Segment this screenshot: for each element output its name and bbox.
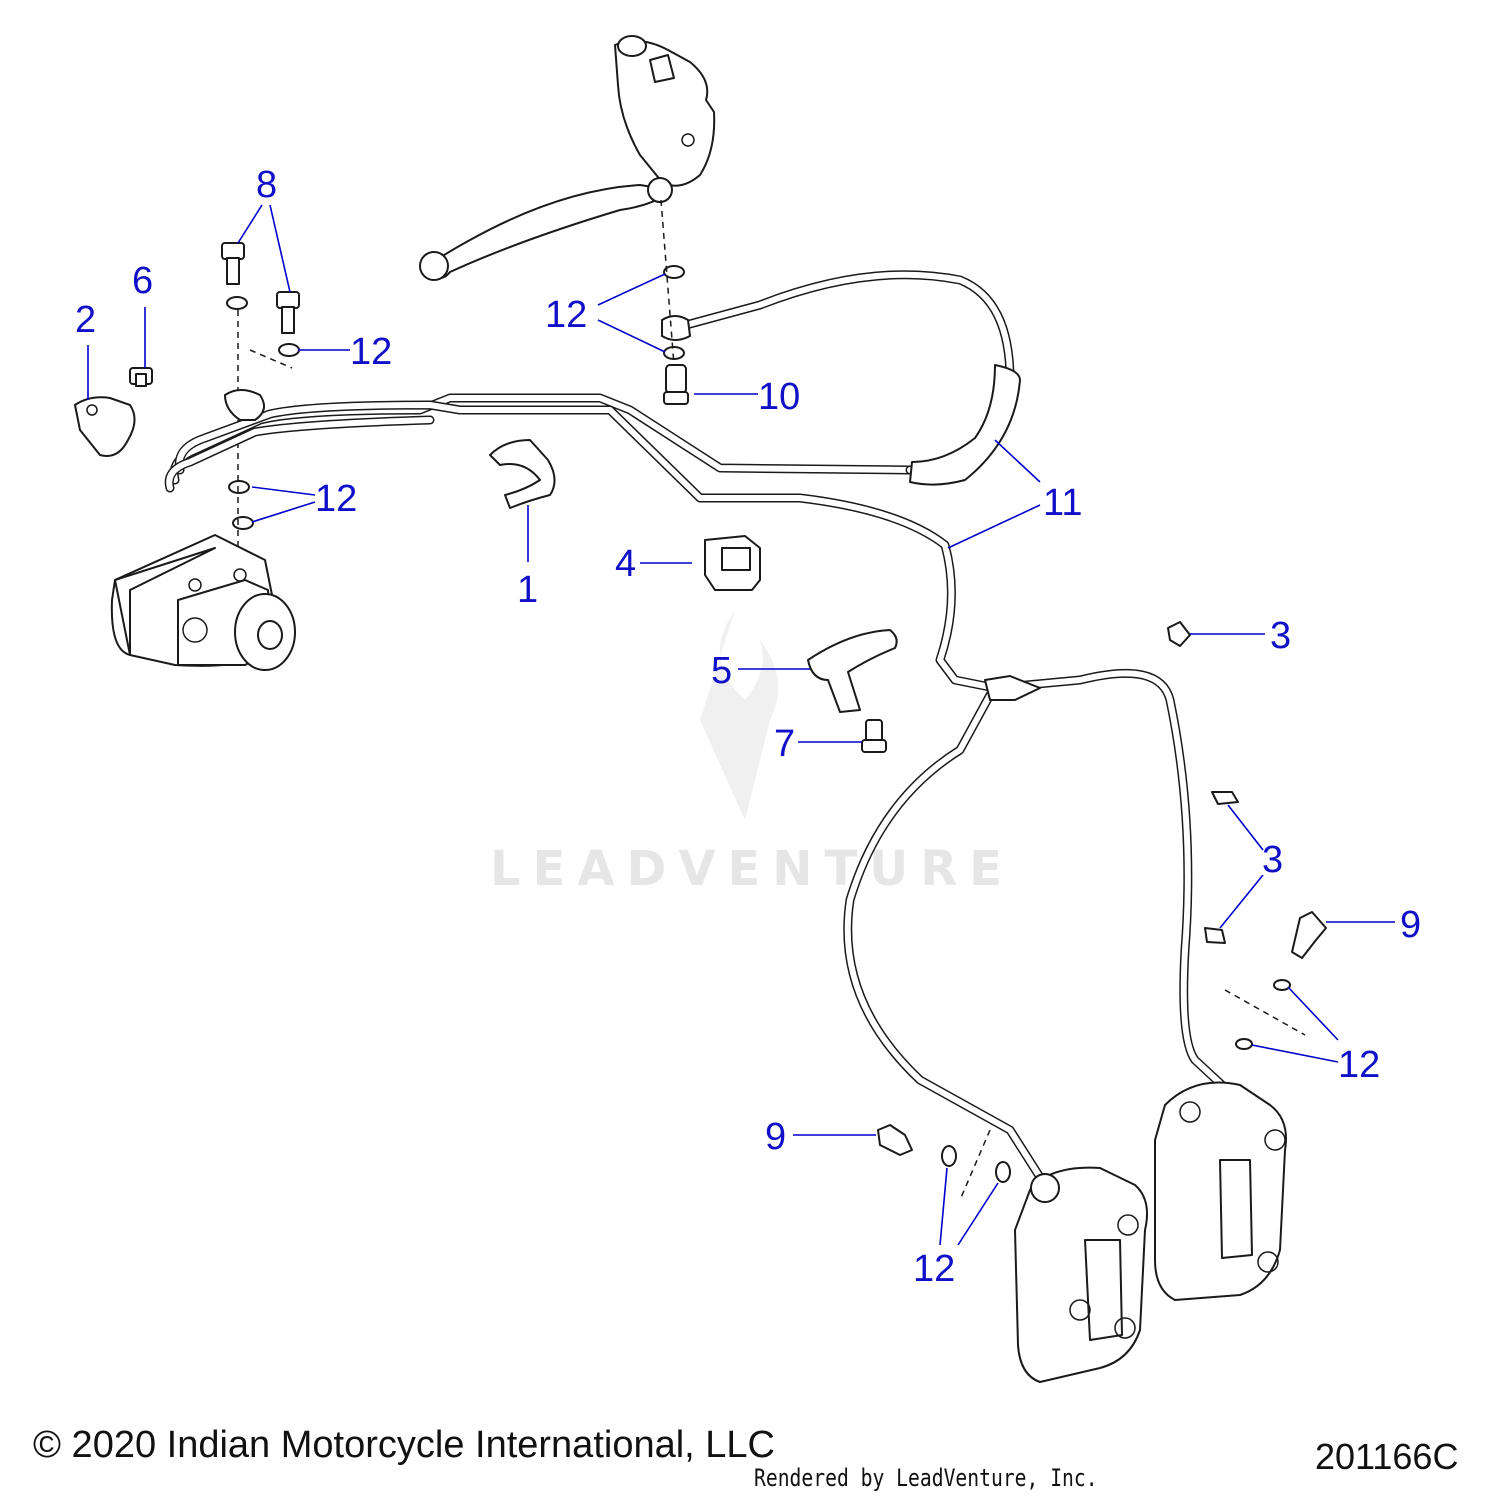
watermark-text: LEADVENTURE — [490, 841, 1014, 897]
callout-4: 4 — [615, 543, 636, 585]
brake-caliper-rear — [1154, 1081, 1287, 1301]
leader-lines — [87, 204, 1395, 1246]
callout-3-lower: 3 — [1262, 839, 1283, 881]
part-1-clip — [489, 439, 556, 509]
brake-lever-assembly — [419, 35, 716, 281]
part-5-hose-guide — [807, 629, 898, 713]
callout-12-abs-bottom: 12 — [315, 478, 357, 520]
callouts: 1 2 3 3 4 5 6 7 8 9 9 10 11 12 12 12 12 … — [75, 164, 1421, 1290]
callout-1: 1 — [517, 569, 538, 611]
callout-3-upper: 3 — [1270, 615, 1291, 657]
callout-8: 8 — [256, 164, 277, 206]
part-9-bleeders — [877, 911, 1327, 1201]
callout-5: 5 — [711, 650, 732, 692]
callout-9-left: 9 — [765, 1116, 786, 1158]
brake-lines-upper — [164, 389, 1000, 693]
part-2-bracket — [74, 396, 136, 457]
copyright-text: © 2020 Indian Motorcycle International, … — [33, 1424, 775, 1466]
callout-12-master: 12 — [545, 294, 587, 336]
callout-6: 6 — [132, 260, 153, 302]
part-8-bolts — [221, 242, 300, 334]
watermark: LEADVENTURE — [490, 610, 1014, 897]
callout-12-front-caliper: 12 — [913, 1248, 955, 1290]
brake-caliper-front — [1014, 1166, 1148, 1383]
part-4-bracket — [704, 535, 761, 591]
part-10-banjo-bolt — [660, 199, 689, 405]
part-7-bolt — [861, 719, 887, 753]
callout-9-right: 9 — [1400, 904, 1421, 946]
diagram-id: 201166C — [1315, 1436, 1459, 1477]
callout-11: 11 — [1043, 482, 1082, 524]
callout-12-rear-caliper: 12 — [1338, 1044, 1380, 1086]
callout-12-abs-top: 12 — [350, 331, 392, 373]
callout-2: 2 — [75, 299, 96, 341]
hose-upper-loop — [661, 270, 1021, 486]
part-3-clips — [1167, 621, 1239, 944]
abs-unit — [110, 534, 296, 671]
brake-lines-lower — [843, 668, 1227, 1190]
part-6-bolt — [129, 367, 153, 387]
callout-10: 10 — [758, 376, 800, 418]
rendered-by-text: Rendered by LeadVenture, Inc. — [754, 1464, 1098, 1492]
callout-7: 7 — [774, 723, 795, 765]
